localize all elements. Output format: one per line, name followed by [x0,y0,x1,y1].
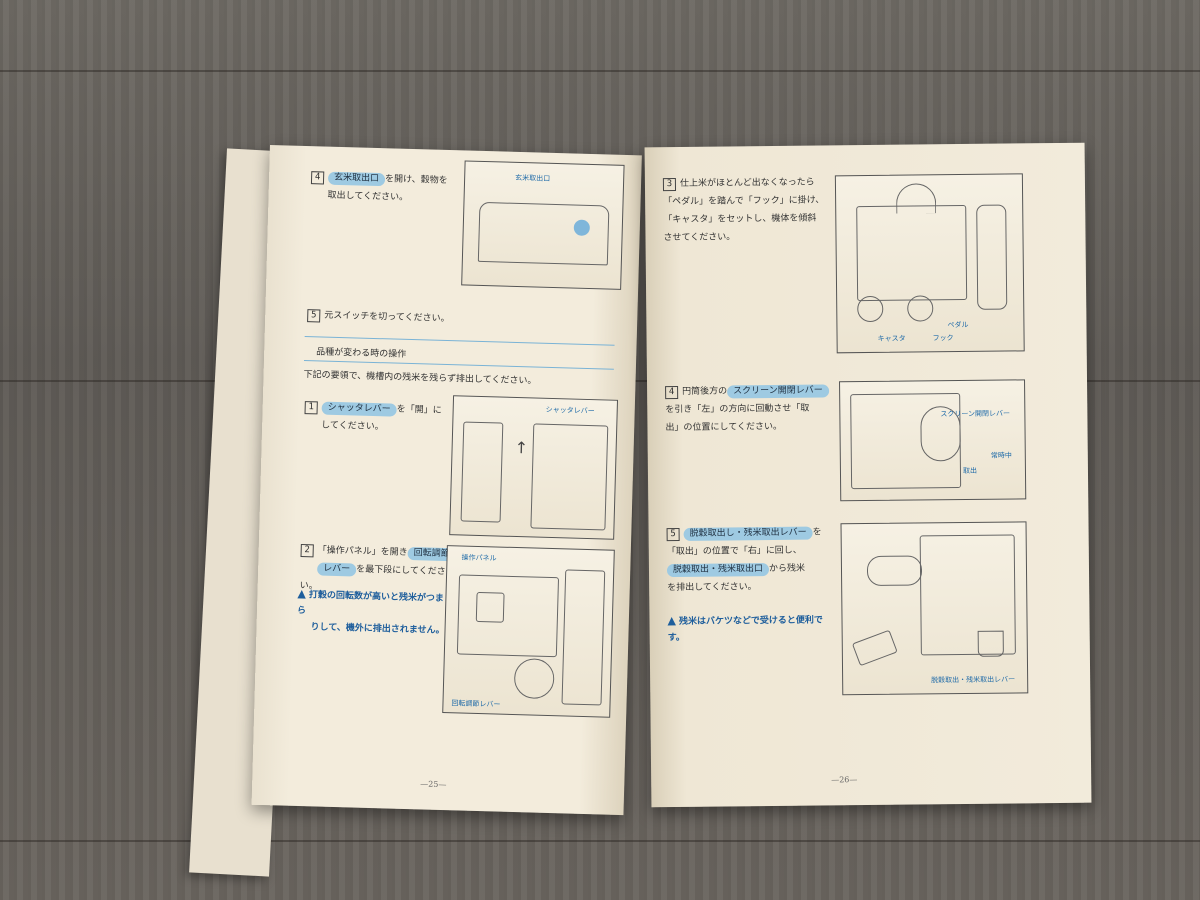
step1-chip: シャッタレバー [321,401,397,417]
step4-chip: 玄米取出口 [327,171,386,187]
page-number: —25— [420,779,447,790]
callout-screen-lever: スクリーン開閉レバー [940,409,1011,419]
step2-note: ▲打穀の回転数が高いと残米がつまら りして、機外に排出されません。 [296,586,452,639]
step4-chip: スクリーン開閉レバー [727,384,829,399]
step2-line1: 「操作パネル」を開き [317,545,408,559]
step5-note-line: 残米はバケツなどで受けると便利です。 [667,615,823,644]
illustration-control-panel: 操作パネル 回転調節レバー [442,545,615,718]
step4-pre: 円筒後方の [682,386,728,397]
step4-line2: を引き「左」の方向に回動させ「取 [665,403,810,416]
step-number: 5 [666,527,680,542]
sketch-side-body [561,569,606,706]
callout-caster: キャスタ [877,334,906,343]
step1-line2: してください。 [321,420,384,433]
step-number: 4 [665,385,679,400]
table-plank-line [0,70,1200,72]
callout-outlet: 玄米取出口 [515,173,551,183]
sketch-gear-box [475,591,505,623]
step5-line4: を排出してください。 [667,582,757,594]
table-plank-line [0,840,1200,842]
step5-chip2: 脱穀取出・残米取出口 [666,563,770,578]
step3-line1: 仕上米がほとんど出なくなったら [679,177,815,189]
illustration-residual-rice: 脱穀取出・残米取出レバー [840,521,1029,696]
illustration-screen-lever: スクリーン開閉レバー 常時中 取出 [839,379,1027,502]
sketch-panel [460,421,504,523]
callout-shutter: シャッタレバー [545,405,595,416]
step2-note-line1: 打穀の回転数が高いと残米がつまら [296,590,445,617]
step3-line3: 「キャスタ」をセットし、機体を傾斜 [663,213,817,226]
section-rule [304,336,615,346]
illustration-shutter-lever: シャッタレバー ↑ [449,395,619,540]
sketch-caster-wheel [907,295,934,322]
sketch-hopper [477,201,610,266]
sketch-machine [530,423,609,531]
callout-panel: 操作パネル [461,553,497,563]
sketch-caster-wheel [857,295,884,323]
page-number: —26— [831,775,858,785]
step5-chip1: 脱穀取出し・残米取出レバー [683,526,813,541]
step5-line2: 「取出」の位置で「右」に回し、 [666,545,802,558]
step4-line2: 取出してください。 [327,190,409,203]
illustration-outlet: 玄米取出口 [461,160,625,290]
step3-line2: 「ペダル」を踏んで「フック」に掛け、 [663,195,825,208]
callout-hook: フック [932,334,954,343]
warning-icon: ▲ [667,614,677,628]
step5-line: 元スイッチを切ってください。 [324,310,450,325]
step-number: 2 [300,544,314,558]
arrow-up-icon: ↑ [514,437,529,458]
sketch-bucket [977,630,1004,657]
illustration-pedal-caster: キャスタ フック ペダル [834,173,1025,354]
step-number: 3 [662,177,677,192]
sketch-wheel [513,658,555,700]
callout-rotation-lever: 回転調節レバー [451,699,501,709]
sketch-open-panel [456,574,560,658]
step5-line1: を [812,527,822,538]
callout-normal: 常時中 [990,451,1012,460]
warning-icon: ▲ [297,586,307,601]
step-number: 5 [307,309,321,323]
sketch-machine-body [856,204,968,302]
step4-line1: を開け、穀物を [384,174,448,186]
callout-removal: 取出 [962,466,978,476]
step-number: 1 [304,401,318,415]
sketch-spout [866,555,923,587]
step5-line3: から残米 [768,563,806,575]
step3-line4: させてください。 [663,232,736,244]
step-number: 4 [310,171,325,185]
callout-pedal: ペダル [947,320,969,330]
section-title: 品種が変わる時の操作 [316,347,407,360]
callout-residual-lever: 脱穀取出・残米取出レバー [931,675,1016,685]
step2-note-line2: りして、機外に排出されません。 [310,622,445,637]
sketch-chute [851,629,898,667]
step5-note: ▲残米はバケツなどで受けると便利です。 [667,611,837,646]
step4-line3: 出」の位置にしてください。 [665,421,783,434]
sketch-leg [976,204,1008,310]
step2-chip2: レバー [316,562,357,577]
section-intro: 下記の要領で、機槽内の残米を残らず排出してください。 [303,370,537,387]
step1-line1: を「開」に [396,404,442,416]
